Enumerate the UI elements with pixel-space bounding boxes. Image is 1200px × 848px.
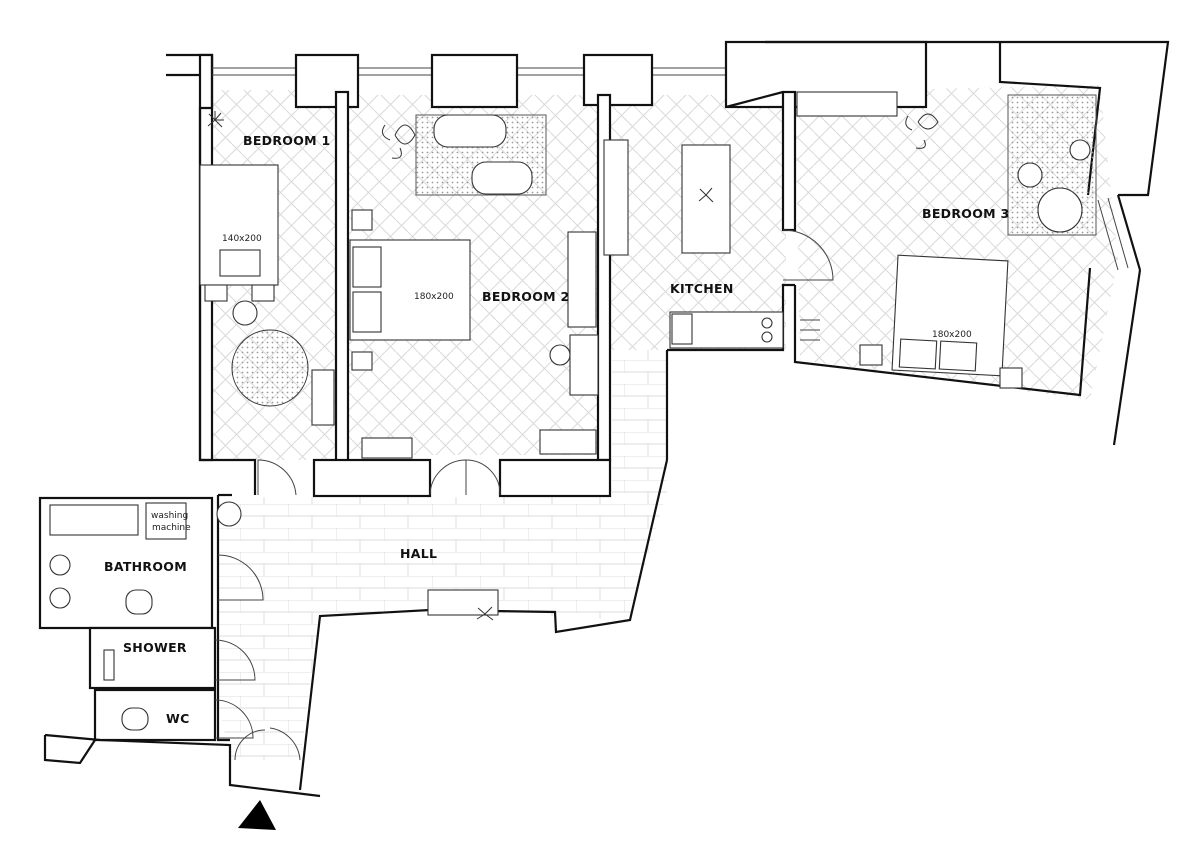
label-bathroom: BATHROOM [104, 559, 187, 574]
label-wc: WC [166, 711, 190, 726]
label-bedroom1: BEDROOM 1 [243, 133, 331, 148]
bed-size-bedroom3: 180x200 [932, 330, 972, 340]
label-hall: HALL [400, 546, 437, 561]
bed-size-bedroom1: 140x200 [222, 234, 262, 244]
room-labels: BEDROOM 1 BEDROOM 2 BEDROOM 3 KITCHEN HA… [104, 133, 1010, 726]
label-kitchen: KITCHEN [670, 281, 734, 296]
label-bedroom2: BEDROOM 2 [482, 289, 570, 304]
kitchen-table [681, 144, 731, 254]
entrance-arrow-icon [238, 800, 276, 830]
dimension-labels: 140x200 180x200 180x200 washing machine [151, 234, 972, 533]
furniture [49, 91, 1097, 731]
label-bedroom3: BEDROOM 3 [922, 206, 1010, 221]
bed-size-bedroom2: 180x200 [414, 292, 454, 302]
plant-icon [207, 111, 939, 621]
doors [214, 229, 834, 761]
label-shower: SHOWER [123, 640, 187, 655]
washing-machine-label-2: machine [152, 523, 191, 533]
washing-machine-label-1: washing [151, 511, 188, 521]
